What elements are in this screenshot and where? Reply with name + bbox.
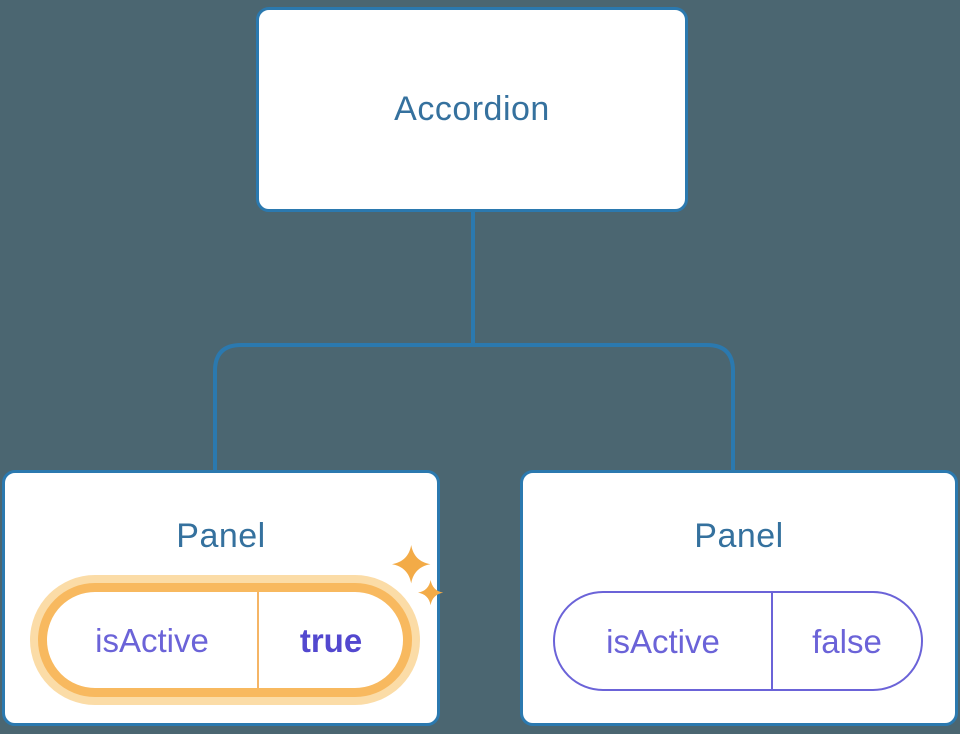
node-accordion-label: Accordion [394,90,550,128]
state-pill-inactive: isActive false [553,591,923,691]
state-value: true [257,592,403,688]
node-accordion: Accordion [256,7,688,212]
state-key: isActive [95,621,209,659]
node-panel-active: Panel isActive true [2,470,444,726]
node-panel-active-label: Panel [176,517,266,555]
node-panel-inactive-label: Panel [694,517,784,555]
state-value: false [770,593,921,689]
connector-branch [213,343,735,472]
sparkles-icon [392,545,444,606]
state-pill-active: isActive true [38,583,412,697]
node-panel-inactive: Panel isActive false [520,470,958,726]
state-key: isActive [606,622,720,660]
